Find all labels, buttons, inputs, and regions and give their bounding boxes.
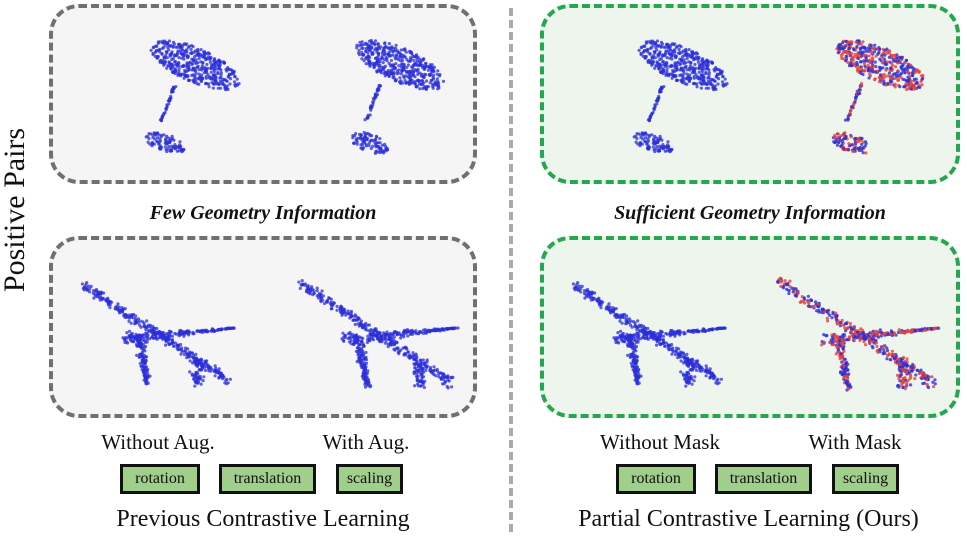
plane-point-cloud: [80, 281, 236, 388]
left-with-label: With Aug.: [322, 430, 410, 454]
left-top-pointclouds: [144, 38, 446, 155]
lamp-point-cloud: [831, 39, 925, 155]
right-top-caption: Sufficient Geometry Information: [614, 202, 886, 224]
left-chip-scaling: scaling: [336, 464, 403, 494]
right-bottom-pointclouds: [571, 276, 941, 392]
plane-point-cloud: [571, 281, 727, 388]
left-chip-translation: translation: [219, 464, 316, 494]
right-chip-translation: translation: [715, 464, 812, 494]
y-axis-label: Positive Pairs: [0, 60, 31, 360]
plane-point-cloud: [297, 279, 460, 390]
left-without-label: Without Aug.: [101, 430, 215, 454]
lamp-point-cloud: [351, 38, 446, 155]
right-with-label: With Mask: [808, 430, 902, 454]
left-chip-rotation: rotation: [120, 464, 200, 494]
lamp-point-cloud: [632, 39, 729, 154]
positive-pairs-label: Positive Pairs: [0, 127, 31, 293]
right-top-pointclouds: [632, 39, 925, 155]
right-top-panel: [540, 4, 960, 184]
right-chip-rotation: rotation: [616, 464, 696, 494]
left-top-caption: Few Geometry Information: [149, 202, 377, 224]
plane-point-cloud: [776, 276, 941, 392]
left-bottom-pointclouds: [80, 279, 460, 390]
left-bottom-title: Previous Contrastive Learning: [116, 506, 410, 532]
right-without-label: Without Mask: [600, 430, 720, 454]
right-chip-scaling: scaling: [832, 464, 899, 494]
left-bottom-panel: [49, 236, 477, 418]
left-top-panel: [49, 4, 477, 184]
lamp-point-cloud: [144, 39, 241, 154]
right-bottom-title: Partial Contrastive Learning (Ours): [578, 506, 919, 532]
right-bottom-panel: [540, 236, 960, 418]
center-divider: [509, 8, 513, 532]
